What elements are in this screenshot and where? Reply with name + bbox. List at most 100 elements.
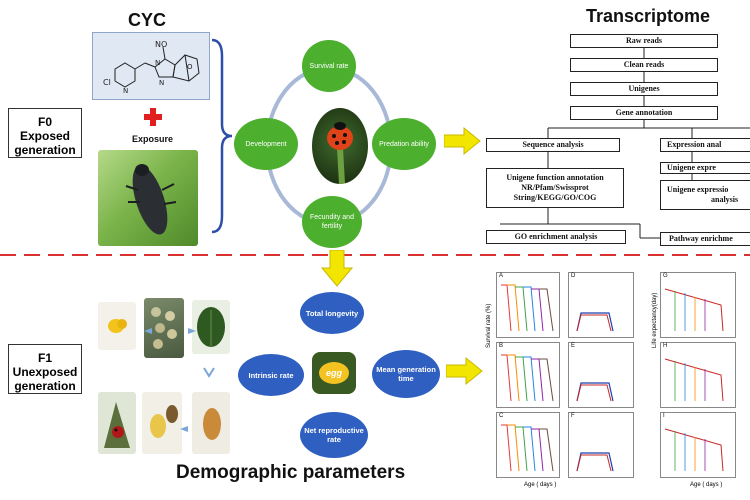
panel-f-curves <box>576 452 614 472</box>
panel-letter-f: F <box>571 413 575 419</box>
leaf-photo <box>192 300 230 354</box>
panel-b-curves <box>501 354 554 402</box>
leaf-icon <box>197 307 225 347</box>
unigene-function-line3: String/KEGG/GO/COG <box>513 193 597 202</box>
pupa-photo <box>142 392 182 454</box>
adult-on-leaf-photo <box>98 392 136 454</box>
larvae-icon <box>151 307 177 349</box>
unigene-expression-line2: analysis <box>711 195 739 204</box>
unigene-expression-line1: Unigene expressio <box>667 185 729 194</box>
ladybird-photo <box>312 108 368 184</box>
sequence-analysis-box: Sequence analysis <box>486 138 620 152</box>
panel-d-curves <box>576 312 614 332</box>
raw-reads-box: Raw reads <box>570 34 718 48</box>
survival-rate-node: Survival rate <box>302 40 356 92</box>
f0-label-line3: generation <box>14 143 76 157</box>
predation-ability-node: Predation ability <box>372 118 436 170</box>
panel-letter-a: A <box>499 273 504 279</box>
chart-panel-i: I <box>660 412 736 478</box>
panel-letter-d: D <box>571 273 576 279</box>
go-enrichment-box: GO enrichment analysis <box>486 230 626 244</box>
panel-g-curves <box>664 288 724 332</box>
development-node: Development <box>234 118 298 170</box>
f1-cycle-arrow-bottom <box>180 426 188 432</box>
svg-text:N: N <box>155 59 160 67</box>
chart-panel-f: F <box>568 412 634 478</box>
eggs-icon <box>108 319 127 333</box>
arrow-to-demographics <box>320 250 354 287</box>
unigene-expr-box: Unigene expre <box>660 162 750 174</box>
net-reproductive-rate-node: Net reproductive rate <box>300 412 368 458</box>
unigene-function-line1: Unigene function annotation <box>506 173 604 182</box>
molecule-drawing: NO Cl N N N O <box>103 40 200 95</box>
panel-letter-c: C <box>499 413 504 419</box>
cyc-molecule-structure: NO Cl N N N O <box>92 32 210 100</box>
svg-text:O: O <box>187 63 193 71</box>
clean-reads-box: Clean reads <box>570 58 718 72</box>
egg-label: egg <box>319 362 349 384</box>
panel-letter-i: I <box>663 413 665 419</box>
chart-panel-b: B <box>496 342 560 408</box>
panel-letter-h: H <box>663 343 668 349</box>
expression-analysis-box: Expression anal <box>660 138 750 152</box>
pupa-icon <box>150 405 178 438</box>
unigenes-box: Unigenes <box>570 82 718 96</box>
chart-panel-c: C <box>496 412 560 478</box>
age-axis-label-2: Age ( days ) <box>690 482 723 488</box>
ladybird-icon <box>327 122 353 184</box>
mean-generation-time-node: Mean generation time <box>372 350 440 398</box>
chart-panel-g: G <box>660 272 736 338</box>
f0-label-line1: F0 <box>37 115 52 129</box>
f1-label-line3: generation <box>14 379 76 393</box>
exposure-bracket <box>211 38 233 234</box>
exposure-label: Exposure <box>132 134 174 144</box>
generation-divider <box>0 254 750 256</box>
f1-label-line2: Unexposed <box>12 365 78 379</box>
chart-panel-h: H <box>660 342 736 408</box>
arrow-to-transcriptome <box>444 126 481 156</box>
transcriptome-title: Transcriptome <box>586 6 711 26</box>
chart-panel-e: E <box>568 342 634 408</box>
arrow-to-life-table <box>446 356 483 386</box>
f0-label-line2: Exposed <box>19 129 70 143</box>
life-expectancy-axis-label: Life expectancy(day) <box>652 292 658 348</box>
panel-letter-b: B <box>499 343 504 349</box>
panel-letter-g: G <box>663 273 668 279</box>
svg-text:N: N <box>123 87 128 95</box>
fecundity-fertility-node: Fecundity and fertility <box>302 196 362 248</box>
svg-text:N: N <box>159 79 164 87</box>
demographic-parameters-title: Demographic parameters <box>176 462 406 483</box>
life-table-figure: Survival rate (%) Life expectancy(day) A… <box>484 268 750 494</box>
total-longevity-node: Total longevity <box>300 292 364 334</box>
panel-h-curves <box>664 358 724 402</box>
age-axis-label-1: Age ( days ) <box>524 482 557 488</box>
gene-annotation-box: Gene annotation <box>570 106 718 120</box>
transcriptome-connectors <box>500 48 750 239</box>
prepupa-icon <box>203 408 221 440</box>
prepupa-photo <box>192 392 230 454</box>
f1-generation-label: F1 Unexposed generation <box>8 344 82 394</box>
panel-letter-e: E <box>571 343 576 349</box>
larva-photo <box>98 150 198 246</box>
f1-cycle-arrows-top <box>144 328 196 334</box>
larvae-cluster-photo <box>144 298 184 358</box>
chart-panel-d: D <box>568 272 634 338</box>
pathway-enrichment-box: Pathway enrichme <box>660 232 750 246</box>
panel-e-curves <box>576 382 614 402</box>
egg-photo: egg <box>312 352 356 394</box>
panel-c-curves <box>501 424 554 472</box>
intrinsic-rate-node: Intrinsic rate <box>238 354 304 396</box>
panel-i-curves <box>664 428 724 472</box>
chart-panel-a: A <box>496 272 560 338</box>
f1-label-line1: F1 <box>37 351 52 365</box>
unigene-expression-analysis-box: Unigene expressio analysis <box>660 180 750 210</box>
unigene-function-annotation-box: Unigene function annotation NR/Pfam/Swis… <box>486 168 624 208</box>
svg-text:NO: NO <box>155 40 167 49</box>
exposure-plus-icon <box>144 108 162 126</box>
panel-a-curves <box>501 284 554 332</box>
svg-text:Cl: Cl <box>103 78 111 87</box>
survival-axis-label: Survival rate (%) <box>486 303 492 348</box>
cyc-title: CYC <box>128 10 167 30</box>
f1-cycle-arrow-down <box>203 367 215 378</box>
egg-cluster-photo <box>98 302 136 350</box>
